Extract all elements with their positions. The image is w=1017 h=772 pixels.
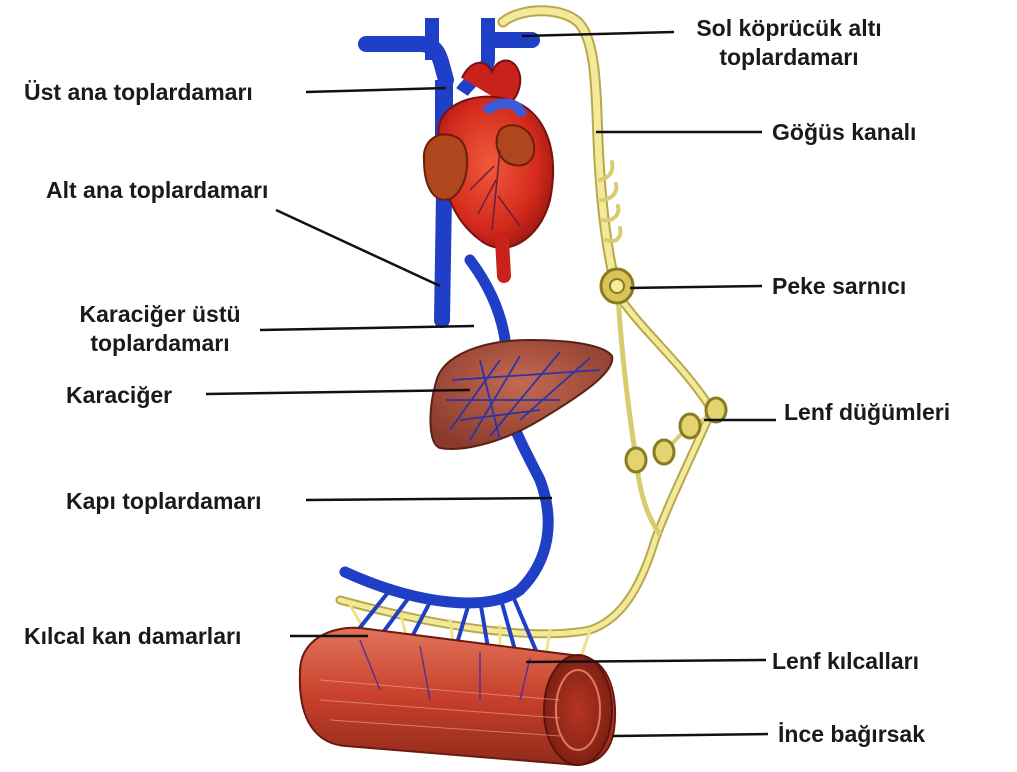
- label-portal-vein: Kapı toplardamarı: [66, 487, 262, 515]
- label-blood-capillaries: Kılcal kan damarları: [24, 622, 241, 650]
- label-hepatic-vein-line2: toplardamarı: [62, 329, 258, 358]
- label-small-intestine: İnce bağırsak: [778, 720, 925, 748]
- label-left-subclavian-vein: Sol köprücük altı toplardamarı: [678, 14, 900, 72]
- label-left-subclavian-line2: toplardamarı: [678, 43, 900, 72]
- label-liver: Karaciğer: [66, 381, 172, 409]
- label-inferior-vena-cava: Alt ana toplardamarı: [46, 176, 268, 204]
- label-hepatic-vein: Karaciğer üstü toplardamarı: [62, 300, 258, 358]
- label-cisterna-chyli: Peke sarnıcı: [772, 272, 906, 300]
- label-lymph-capillaries: Lenf kılcalları: [772, 647, 919, 675]
- label-lymph-nodes: Lenf düğümleri: [784, 398, 950, 426]
- label-superior-vena-cava: Üst ana toplardamarı: [24, 78, 253, 106]
- small-intestine: [300, 628, 615, 765]
- inferior-vena-cava: [442, 195, 444, 320]
- label-hepatic-vein-line1: Karaciğer üstü: [62, 300, 258, 329]
- lymph-nodes: [626, 398, 726, 472]
- label-left-subclavian-line1: Sol köprücük altı: [678, 14, 900, 43]
- label-thoracic-duct: Göğüs kanalı: [772, 118, 916, 146]
- lymph-system: [340, 11, 726, 660]
